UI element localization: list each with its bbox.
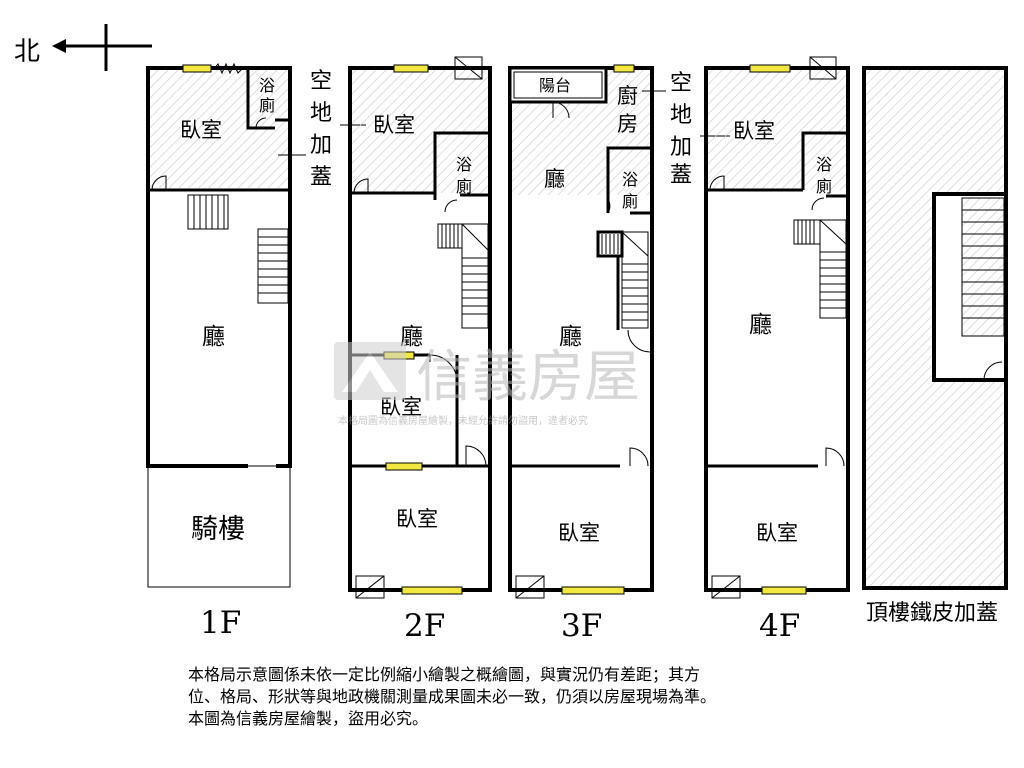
svg-text:地: 地 <box>310 101 332 126</box>
window-icon <box>401 586 463 595</box>
vent-icon <box>213 62 243 75</box>
room-label-bedroom-south: 臥室 <box>756 521 798 545</box>
disclaimer-text: 本格局示意圖係未依一定比例縮小繪製之概繪圖，與實況仍有差距；其方 位、格局、形狀… <box>188 664 868 730</box>
north-label: 北 <box>14 37 40 67</box>
room-label-bath: 浴 <box>622 170 638 189</box>
room-label-bedroom-north: 臥室 <box>733 119 775 143</box>
svg-text:空: 空 <box>310 69 332 94</box>
room-label-hall: 廳 <box>400 324 423 350</box>
room-label-bedroom-south: 臥室 <box>558 521 600 545</box>
svg-text:蓋: 蓋 <box>670 163 692 188</box>
svg-text:地: 地 <box>670 103 692 128</box>
disclaimer-line: 本圖為信義房屋繪製，盜用必究。 <box>188 709 429 728</box>
floor-2f: 臥室 浴 廁 廳 臥室 臥室 2F <box>348 56 492 644</box>
window-icon <box>385 462 423 471</box>
vent-icon <box>809 56 837 80</box>
room-label-bath: 浴 <box>816 155 832 174</box>
stairs-icon <box>437 223 489 329</box>
stairs-icon <box>793 219 847 319</box>
svg-text:空: 空 <box>670 71 692 96</box>
room-label-hall: 廳 <box>202 324 225 350</box>
svg-text:蓋: 蓋 <box>310 165 332 190</box>
floor-label: 4F <box>759 608 800 644</box>
window-icon <box>613 64 635 73</box>
room-label-balcony: 陽台 <box>539 76 571 95</box>
window-icon <box>561 586 625 595</box>
floor-label: 頂樓鐵皮加蓋 <box>866 601 998 626</box>
room-label-toilet: 廁 <box>816 177 832 196</box>
room-label-bath: 浴 <box>259 76 275 95</box>
window-icon <box>393 64 429 73</box>
room-label-toilet: 廁 <box>259 96 275 115</box>
room-label-bedroom-north: 臥室 <box>373 113 415 137</box>
stairs-icon <box>961 197 1005 337</box>
vent-icon <box>515 575 545 599</box>
room-label-toilet: 廁 <box>456 177 472 196</box>
annotation-vacant-lot-extension: 空 地 加 蓋 <box>278 69 366 190</box>
stairs-icon <box>187 194 289 304</box>
annotation-vacant-lot-extension: 空 地 加 蓋 <box>642 71 730 188</box>
window-icon <box>182 64 212 73</box>
room-label-hall-north: 廳 <box>544 167 565 191</box>
room-label-kitchen-2: 房 <box>617 112 638 136</box>
watermark-brand: 信義房屋 <box>416 345 640 410</box>
disclaimer-line: 位、格局、形狀等與地政機關測量成果圖未必一致，仍須以房屋現場為準。 <box>188 687 717 706</box>
vent-icon <box>711 575 741 599</box>
room-label-bath: 浴 <box>456 155 472 174</box>
floor-label: 2F <box>404 608 445 644</box>
room-label-bedroom: 臥室 <box>180 118 222 142</box>
floor-label: 3F <box>561 608 602 644</box>
room-label-arcade: 騎樓 <box>191 514 245 545</box>
room-label-hall: 廳 <box>749 312 772 338</box>
brand-watermark: 信義房屋 本格局圖為信義房屋繪製，未經允許請勿盜用，違者必究 <box>334 342 640 427</box>
floor-1f: 臥室 浴 廁 廳 騎樓 1F 空 地 加 蓋 <box>146 62 366 641</box>
room-label-kitchen-1: 廚 <box>617 84 638 108</box>
svg-text:加: 加 <box>310 133 332 158</box>
watermark-notice: 本格局圖為信義房屋繪製，未經允許請勿盜用，違者必究 <box>338 414 588 427</box>
floor-3f: 陽台 廚 房 廳 浴 廁 廳 臥室 3F 空 地 加 蓋 <box>508 64 730 644</box>
floor-4f: 臥室 浴 廁 廳 臥室 4F <box>704 56 850 644</box>
svg-text:加: 加 <box>670 135 692 160</box>
room-label-hall: 廳 <box>559 324 582 350</box>
window-icon <box>761 586 807 595</box>
window-icon <box>749 64 791 73</box>
brand-logo-icon <box>334 342 406 400</box>
floor-roof: 頂樓鐵皮加蓋 <box>862 66 1008 626</box>
room-label-toilet: 廁 <box>622 192 638 211</box>
north-arrow-icon <box>52 24 152 71</box>
room-label-bedroom-south: 臥室 <box>396 507 438 531</box>
compass: 北 <box>14 24 152 71</box>
disclaimer-line: 本格局示意圖係未依一定比例縮小繪製之概繪圖，與實況仍有差距；其方 <box>188 665 701 684</box>
stairs-icon <box>596 230 649 330</box>
floor-label: 1F <box>200 605 241 641</box>
vent-icon <box>355 575 385 599</box>
vent-icon <box>454 56 483 80</box>
